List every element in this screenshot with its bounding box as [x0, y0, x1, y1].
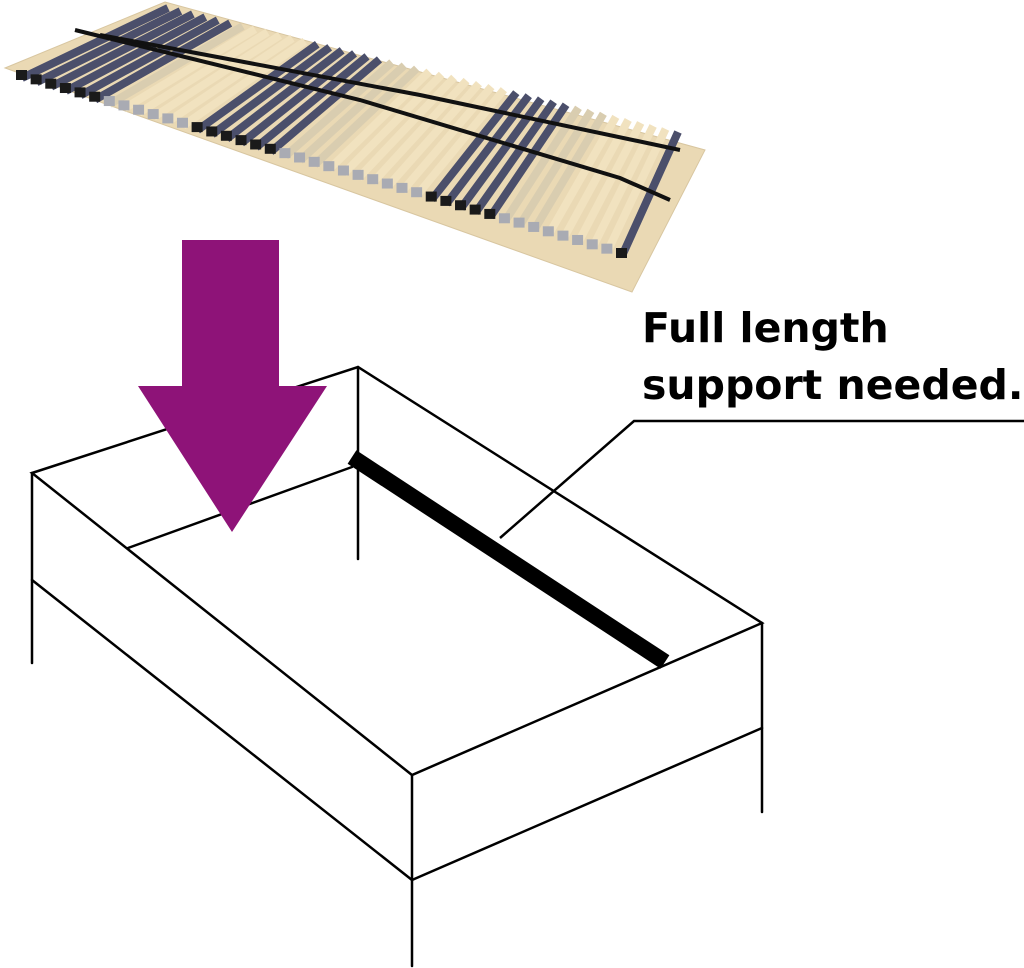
slat-cap: [220, 130, 232, 141]
slat-cap: [308, 156, 320, 167]
slat-cap: [425, 191, 437, 202]
slat: [49, 10, 195, 91]
slat-cap: [250, 139, 262, 150]
slat: [341, 71, 445, 177]
bed-frame-left-lower-edge: [30, 578, 414, 882]
slat-cap: [118, 100, 130, 111]
slat-cap: [352, 169, 364, 180]
slat: [20, 4, 170, 82]
slat: [151, 31, 283, 121]
slat-cap: [133, 104, 145, 115]
slat: [64, 13, 208, 95]
slat: [370, 77, 470, 185]
slat-cap: [59, 83, 71, 94]
slat-cap: [557, 230, 569, 241]
callout-line-1: Full length: [642, 304, 889, 352]
slat: [297, 62, 408, 164]
slat: [559, 117, 632, 241]
slat-cap: [513, 217, 525, 228]
slat: [239, 50, 358, 147]
slat-cap: [440, 195, 452, 206]
slat-cap: [206, 126, 218, 137]
slat: [93, 19, 233, 104]
bed-frame-right-lower-edge: [410, 726, 764, 882]
slat: [195, 41, 320, 134]
slat-cap: [74, 87, 86, 98]
callout-leader-line: [499, 419, 1024, 539]
slat-cap: [469, 204, 481, 215]
slat-cap: [294, 152, 306, 163]
slat-cap: [367, 174, 379, 185]
slatted-base-strap-back: [99, 33, 681, 152]
slat-cap: [235, 135, 247, 146]
support-callout-text: Full length support needed.: [642, 300, 1023, 414]
slat-cap: [147, 109, 159, 120]
slat-cap: [616, 248, 627, 258]
slat: [384, 80, 482, 190]
slat: [355, 74, 457, 181]
callout-line-2: support needed.: [642, 361, 1024, 409]
slatted-base-strap-front: [74, 28, 671, 202]
slat-cap: [337, 165, 349, 176]
slat: [166, 34, 295, 125]
slatted-bed-base-image: [3, 1, 706, 293]
slat-cap: [176, 117, 188, 128]
slat-cap: [162, 113, 174, 124]
slat: [136, 28, 270, 117]
slat: [209, 44, 333, 138]
slat-cap: [45, 78, 57, 89]
down-arrow-icon: [138, 240, 327, 532]
slat: [268, 56, 383, 155]
slat-cap: [264, 143, 276, 154]
slat: [414, 87, 507, 198]
slat-cap: [601, 243, 613, 254]
slat: [107, 22, 245, 108]
slat: [618, 130, 682, 258]
slat-cap: [396, 182, 408, 193]
slat-cap: [484, 208, 496, 219]
center-support-beam: [347, 450, 670, 669]
slat-cap: [103, 96, 115, 107]
slat-cap: [455, 200, 467, 211]
slat: [180, 37, 308, 130]
slat: [78, 16, 220, 99]
slat: [311, 65, 420, 168]
slat-cap: [381, 178, 393, 189]
slat: [545, 114, 620, 237]
slat-cap: [528, 221, 540, 232]
slat: [253, 53, 370, 151]
slat: [603, 127, 670, 254]
bed-frame-outline: [29, 365, 765, 968]
slat: [589, 124, 657, 250]
slat: [399, 84, 495, 194]
slat-cap: [411, 187, 423, 198]
slat: [224, 47, 345, 142]
slat-cap: [16, 70, 27, 80]
slat-cap: [498, 213, 510, 224]
slat-cap: [191, 122, 203, 133]
slat-cap: [323, 161, 335, 172]
slat: [34, 7, 183, 86]
slat: [574, 121, 645, 245]
slat-cap: [30, 74, 42, 85]
slat: [122, 25, 258, 112]
bed-frame-top-edge: [29, 365, 765, 777]
slat-cap: [542, 226, 554, 237]
slat-cap: [586, 239, 598, 250]
slat-cap: [89, 91, 101, 102]
slat-cap: [279, 148, 291, 159]
slat-cap: [572, 234, 584, 245]
slat: [282, 59, 395, 160]
slat: [326, 68, 433, 173]
